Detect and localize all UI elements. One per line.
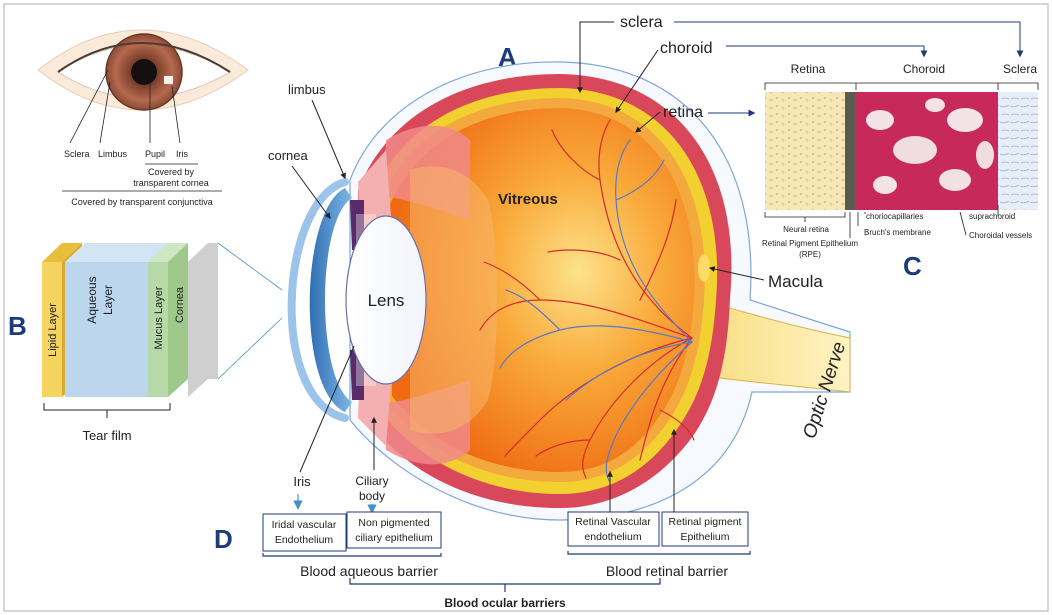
macula-leader [708,266,765,281]
histo-neural-retina: Neural retina [783,225,829,234]
histology-brackets [764,205,999,238]
box-iridal-line2: Endothelium [275,534,334,546]
label-retina: retina [663,104,703,121]
limbus-leader [311,99,346,180]
label-vitreous: Vitreous [498,191,558,208]
box-iridal-line1: Iridal vascular [272,519,337,531]
label-blood-retinal: Blood retinal barrier [606,563,729,579]
cornea-leader [291,165,331,219]
box-retinal-pigment [661,511,749,547]
box-retinal-pigment-line2: Epithelium [680,531,729,543]
iris-leader [299,345,355,473]
histo-header-choroid: Choroid [903,62,945,76]
histo-header-sclera: Sclera [1003,62,1037,76]
sclera-choroid-retina-leaders [577,21,1024,133]
front-label-limbus: Limbus [98,149,128,159]
label-lens: Lens [368,291,405,310]
box-iridal [262,513,347,552]
label-blood-ocular: Blood ocular barriers [444,596,566,610]
front-label-covered-cornea-1: Covered by [148,167,195,177]
box-retinal-vascular-line2: endothelium [584,531,641,543]
front-label-covered-conjunctiva: Covered by transparent conjunctiva [71,197,213,207]
front-label-iris: Iris [176,149,188,159]
tear-mucus-label: Mucus Layer [153,286,165,349]
histo-rpe-2: (RPE) [799,250,821,259]
box-retinal-vascular [567,511,660,547]
tear-aqueous-label-2: Layer [101,285,115,315]
tear-film-caption: Tear film [82,428,131,443]
histo-rpe-1: Retinal Pigment Epithelium [762,239,858,248]
panel-label-b: B [8,311,27,341]
front-label-pupil: Pupil [145,149,165,159]
retinal-vessels [479,119,695,483]
histo-bruchs: Bruch's membrane [864,228,931,237]
histo-choroidal-vessels: Choroidal vessels [969,231,1032,240]
label-choroid: choroid [660,40,712,57]
barrier-leaders [607,428,677,512]
label-ciliary-2: body [359,489,385,503]
label-macula: Macula [768,272,823,291]
histo-header-retina: Retina [791,62,826,76]
front-eye-illustration [37,29,249,111]
barrier-brackets [262,551,751,592]
histo-choriocapillaries: choriocapillaries [866,212,923,221]
label-sclera: sclera [620,14,663,31]
tear-lipid-label: Lipid Layer [47,303,59,357]
front-eye-leader-lines [62,69,222,192]
tear-aqueous-label-1: Aqueous [85,276,99,323]
panel-label-d: D [214,524,233,554]
histology-section [765,92,1038,210]
tear-film-layers [42,243,218,397]
histo-header-bracket [764,82,1039,90]
label-cornea: cornea [268,148,309,163]
tear-film-zoom-lines [217,242,283,380]
box-non-pigmented-line1: Non pigmented [358,517,429,529]
front-label-sclera: Sclera [64,149,90,159]
label-blood-aqueous: Blood aqueous barrier [300,563,438,579]
label-limbus: limbus [288,82,326,97]
front-label-covered-cornea-2: transparent cornea [133,178,209,188]
box-non-pigmented-line2: ciliary epithelium [355,532,433,544]
panel-label-c: C [903,251,922,281]
tear-cornea-label: Cornea [174,286,186,323]
histo-suprachoroid: suprachoroid [969,212,1015,221]
label-ciliary-1: Ciliary [355,474,388,488]
box-retinal-pigment-line1: Retinal pigment [669,516,742,528]
tear-film-bracket [43,403,171,418]
box-retinal-vascular-line1: Retinal Vascular [575,516,651,528]
box-non-pigmented [346,511,442,549]
label-iris: Iris [293,474,311,489]
